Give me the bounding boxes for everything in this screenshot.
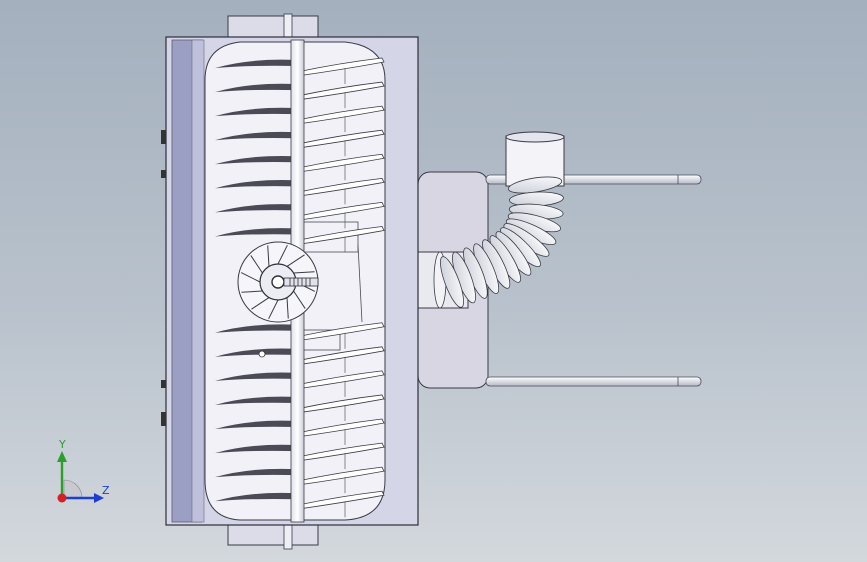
- flight-blade-right: [296, 346, 385, 366]
- flight-blade-right: [296, 490, 385, 510]
- flight-blade-right: [296, 57, 385, 77]
- z-axis-label: Z: [102, 484, 110, 497]
- flight-blade-right: [296, 370, 385, 390]
- flight-blade-left: [215, 468, 297, 478]
- flight-blade-left: [215, 155, 297, 165]
- wheel-spoke: [251, 297, 270, 310]
- wheel-spoke: [268, 299, 279, 320]
- flight-blade-right: [296, 177, 385, 197]
- flight-blade-right: [296, 466, 385, 486]
- flight-blade-right: [296, 394, 385, 414]
- flight-blade-right: [296, 153, 385, 173]
- flight-blade-left: [215, 59, 297, 68]
- bearing-housings: [227, 13, 319, 550]
- screw-flights: [215, 57, 385, 518]
- flight-blade-right: [296, 81, 385, 101]
- y-axis-arrow: [57, 451, 67, 462]
- z-axis-arrow: [94, 493, 104, 503]
- flight-blade-left: [215, 324, 297, 333]
- flight-blade-right: [296, 201, 385, 221]
- wheel-spoke: [293, 290, 306, 309]
- side-bolts: [161, 130, 166, 426]
- wheel-spoke: [277, 244, 288, 265]
- flight-blade-left: [215, 396, 297, 405]
- hose-coil: [440, 256, 464, 308]
- flight-blade-left: [215, 107, 297, 117]
- flight-blade-left: [215, 228, 297, 237]
- wheel-spoke: [286, 297, 289, 319]
- flight-blade-left: [215, 83, 297, 93]
- y-axis-label: Y: [59, 438, 66, 451]
- flight-blade-right: [296, 418, 385, 438]
- rod-bottom: [485, 376, 702, 387]
- flight-blade-right: [296, 442, 385, 462]
- flight-blade-left: [215, 131, 297, 141]
- wheel-spoke: [240, 272, 261, 283]
- flight-blade-left: [215, 372, 297, 381]
- flight-blade-left: [215, 348, 297, 357]
- drive-wheel[interactable]: [237, 241, 319, 323]
- flight-blade-left: [215, 180, 297, 189]
- wheel-spoke: [250, 255, 263, 274]
- flight-blade-right: [296, 105, 385, 125]
- flight-blade-right: [296, 226, 385, 245]
- wheel-spoke: [286, 254, 305, 267]
- flight-blade-left: [215, 420, 297, 430]
- axis-triad: Y Z: [40, 436, 130, 516]
- wheel-spoke: [293, 271, 315, 274]
- flight-blade-right: [296, 129, 385, 149]
- flight-blade-right: [296, 322, 385, 342]
- flight-blade-left: [215, 444, 297, 454]
- flexible-hose: [440, 176, 564, 308]
- wheel-spoke: [241, 290, 263, 293]
- flight-blade-left: [215, 492, 297, 502]
- origin-point: [57, 493, 67, 503]
- flight-blade-left: [215, 204, 297, 213]
- wheel-spoke: [267, 245, 270, 267]
